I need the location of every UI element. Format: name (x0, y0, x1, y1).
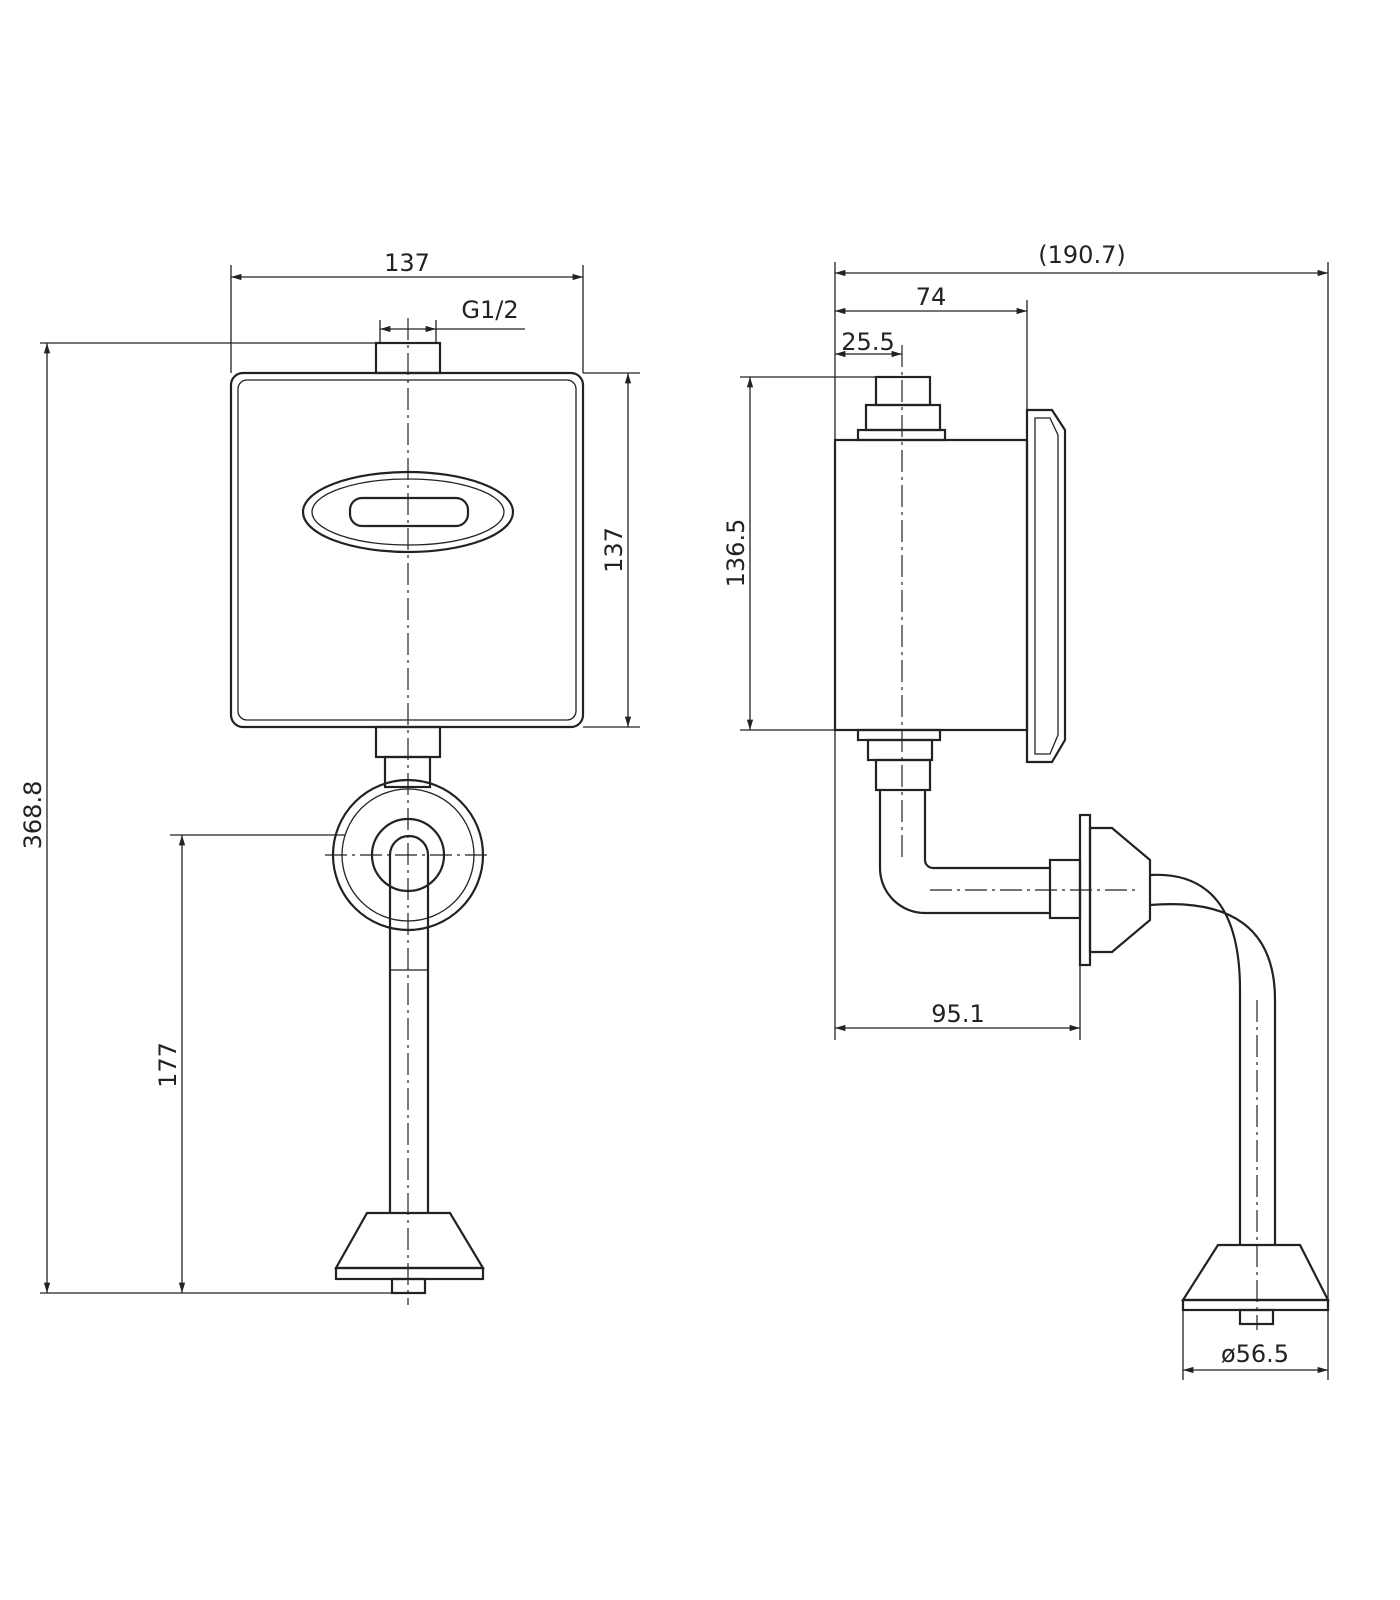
dim-body-depth-label: 74 (916, 283, 947, 311)
valve-body (833, 438, 1029, 732)
thread-label: G1/2 (461, 296, 518, 324)
wall-flange-side (1088, 826, 1152, 954)
dim-total-depth-label: (190.7) (1038, 241, 1125, 269)
bent-pipe (1149, 873, 1277, 1245)
dim-height-label: 137 (600, 527, 628, 573)
outlet-elbow (878, 790, 1050, 915)
floor-flange-side (1180, 1243, 1330, 1302)
side-view: (190.7) 74 25.5 136.5 95.1 ø56.5 (722, 241, 1330, 1380)
sensor-slot (348, 496, 470, 528)
dim-inlet-offset-label: 25.5 (841, 328, 894, 356)
front-cover (1025, 408, 1067, 764)
dim-width-label: 137 (384, 249, 430, 277)
dim-flange-diameter-label: ø56.5 (1221, 1340, 1289, 1368)
dim-outlet-offset-label: 95.1 (931, 1000, 984, 1028)
dim-outlet-height-label: 177 (154, 1042, 182, 1088)
front-view: 137 G1/2 137 177 368.8 (19, 249, 640, 1305)
floor-flange (334, 1211, 485, 1270)
cover-plate (229, 371, 585, 729)
dim-body-height-label: 136.5 (722, 519, 750, 588)
dim-total-height-label: 368.8 (19, 781, 47, 850)
